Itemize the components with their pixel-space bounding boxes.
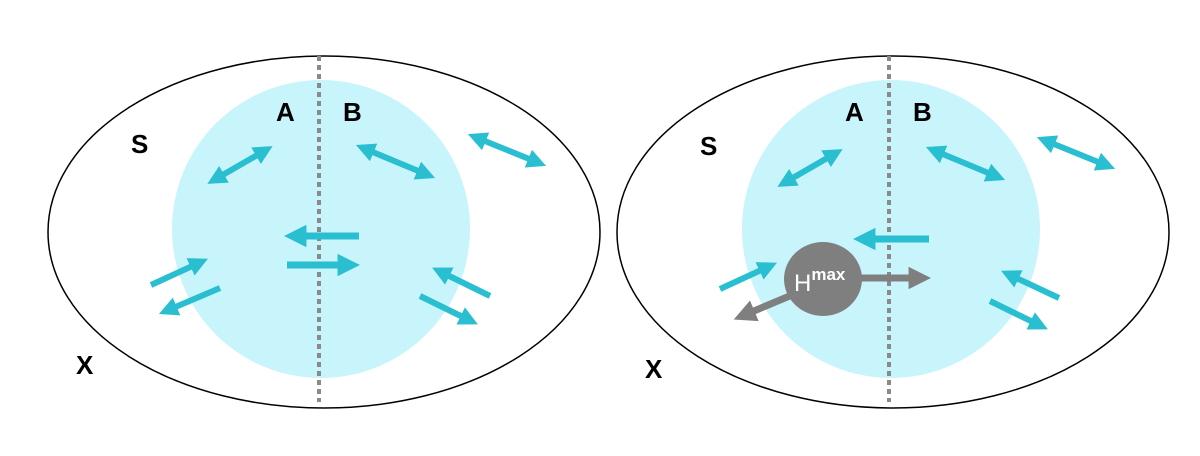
label-b: B [343,97,362,127]
hmax-base: H [794,270,811,297]
single-arrow-icon [149,258,208,288]
label-x: X [76,350,94,380]
label-a: A [845,97,864,127]
double-headed-arrow-icon [1036,135,1116,171]
double-headed-arrow-icon [207,146,273,184]
hmax-blob-icon: Hmax [733,242,931,322]
double-headed-arrow-icon [925,145,1006,182]
double-headed-arrow-icon [355,143,436,180]
label-a: A [276,97,295,127]
panel-left: A B S X [47,55,601,409]
single-arrow-icon [418,293,478,325]
label-b: B [913,97,932,127]
single-arrow-icon [718,262,777,292]
hmax-label: Hmax [794,265,846,297]
single-arrow-icon [432,267,492,299]
label-s: S [700,131,717,161]
double-headed-arrow-icon [467,132,547,168]
single-arrow-icon [158,285,222,316]
single-arrow-icon [988,298,1048,330]
panel-right: A B S X Hmax [616,55,1170,409]
single-arrow-icon [1001,270,1061,301]
double-headed-arrow-icon [777,149,843,187]
label-x: X [645,354,663,384]
hmax-arrow-down-left [733,291,794,322]
hmax-superscript: max [811,265,846,284]
hmax-blob [784,242,862,316]
label-s: S [131,129,148,159]
